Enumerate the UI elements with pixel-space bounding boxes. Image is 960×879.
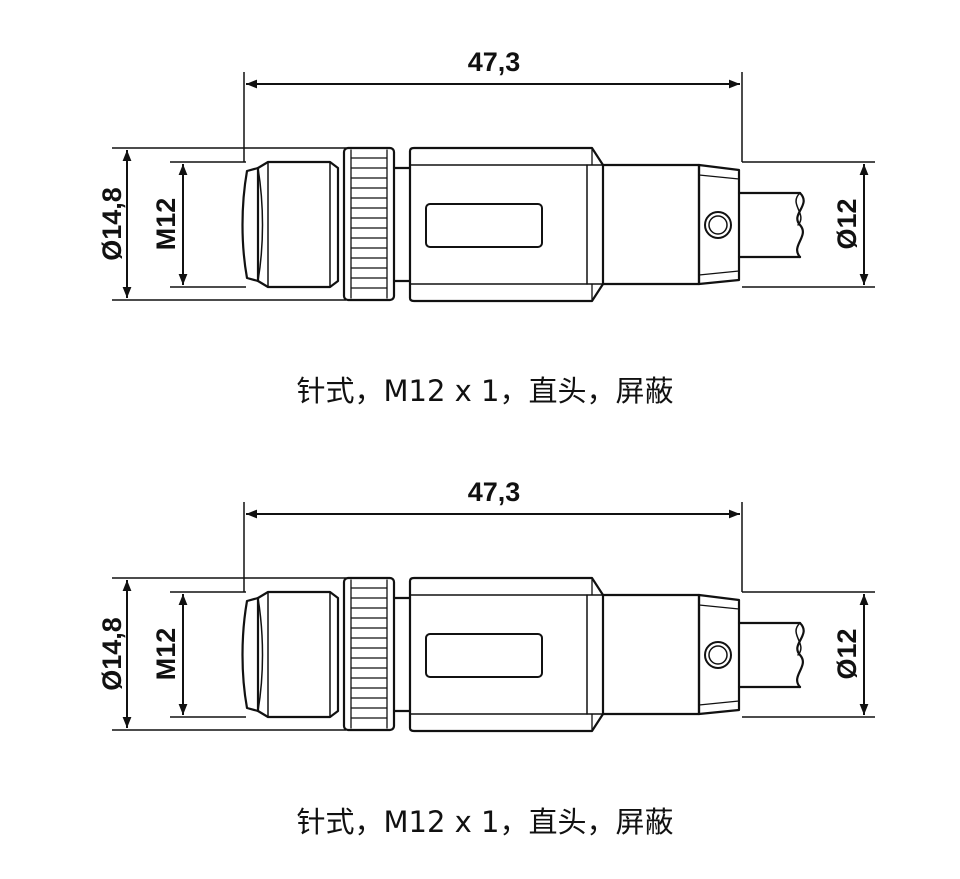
caption: 针式，M12 x 1，直头，屏蔽	[297, 805, 674, 839]
outer-diameter-dimension: Ø14,8	[97, 147, 346, 301]
length-dimension: 47,3	[243, 477, 743, 592]
cable-diameter-label: Ø12	[832, 628, 862, 679]
cable-diameter-label: Ø12	[832, 198, 862, 249]
length-dimension: 47,3	[243, 47, 743, 162]
thread-label: M12	[151, 198, 181, 251]
connector-drawing-2: 47,3 Ø14,8 M12 Ø12	[97, 477, 875, 839]
outer-diameter-label: Ø14,8	[97, 187, 127, 261]
connector-body	[241, 146, 805, 303]
cable-diameter-dimension: Ø12	[742, 161, 875, 288]
thread-label: M12	[151, 628, 181, 681]
thread-dimension: M12	[151, 161, 246, 288]
length-label: 47,3	[468, 47, 521, 77]
cable-diameter-dimension: Ø12	[742, 591, 875, 718]
caption: 针式，M12 x 1，直头，屏蔽	[297, 374, 674, 408]
thread-dimension: M12	[151, 591, 246, 718]
outer-diameter-dimension: Ø14,8	[97, 577, 346, 731]
length-label: 47,3	[468, 477, 521, 507]
connector-drawing-1: 47,3 Ø14,8 M12 Ø12	[97, 47, 875, 408]
outer-diameter-label: Ø14,8	[97, 617, 127, 691]
connector-body	[241, 576, 805, 733]
